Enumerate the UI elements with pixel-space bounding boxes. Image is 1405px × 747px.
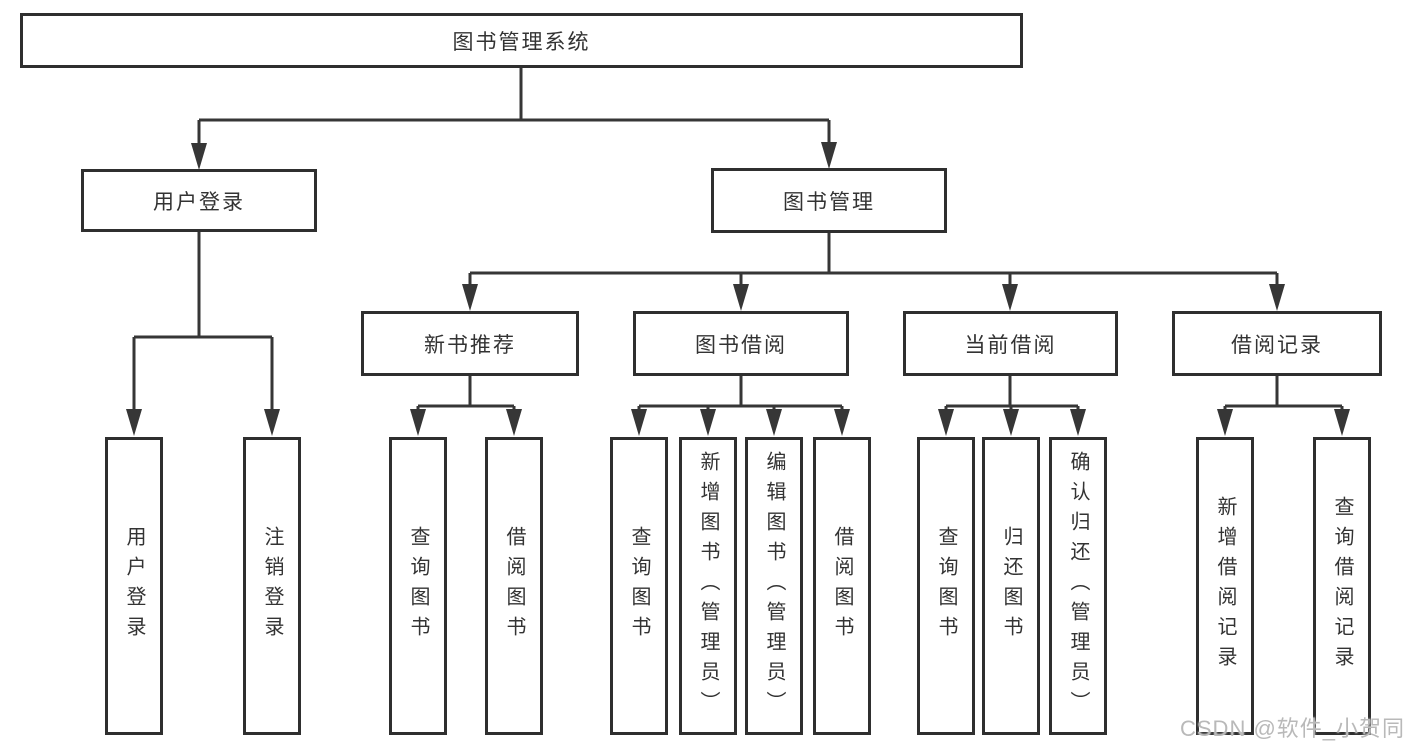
connector-bookmgmt-to-level3 <box>462 233 1285 311</box>
node-book-management: 图书管理 <box>711 168 947 233</box>
leaf-logout: 注销登录 <box>243 437 301 735</box>
leaf-query-books-borrowing: 查询图书 <box>610 437 668 735</box>
leaf-confirm-return-admin: 确认归还（管理员） <box>1049 437 1107 735</box>
csdn-watermark: CSDN @软件_小贺同学 <box>1180 716 1405 741</box>
connector-records-to-leaves <box>1217 376 1350 436</box>
leaf-add-borrow-record: 新增借阅记录 <box>1196 437 1254 735</box>
leaf-query-books-recommend: 查询图书 <box>389 437 447 735</box>
node-new-book-recommend-label: 新书推荐 <box>424 333 516 357</box>
leaf-query-books-current-label: 查询图书 <box>935 526 957 646</box>
node-library-system-label: 图书管理系统 <box>452 30 591 54</box>
leaf-user-login: 用户登录 <box>105 437 163 735</box>
leaf-borrow-books-label: 借阅图书 <box>831 526 853 646</box>
leaf-query-borrow-record: 查询借阅记录 <box>1313 437 1371 735</box>
node-user-login-label: 用户登录 <box>153 190 245 214</box>
connector-newrec-to-leaves <box>410 376 522 436</box>
node-new-book-recommend: 新书推荐 <box>361 311 579 376</box>
connector-current-to-leaves <box>938 376 1086 436</box>
connector-borrowing-to-leaves <box>631 376 850 436</box>
node-borrowing-records: 借阅记录 <box>1172 311 1382 376</box>
connector-root-to-level2 <box>191 68 837 170</box>
leaf-query-books-borrowing-label: 查询图书 <box>628 526 650 646</box>
leaf-borrow-books-recommend: 借阅图书 <box>485 437 543 735</box>
connector-userlogin-to-leaves <box>126 232 280 436</box>
node-book-management-label: 图书管理 <box>783 190 875 214</box>
node-current-borrowing-label: 当前借阅 <box>964 333 1057 357</box>
leaf-user-login-label: 用户登录 <box>123 526 145 646</box>
leaf-return-books: 归还图书 <box>982 437 1040 735</box>
leaf-add-books-admin: 新增图书（管理员） <box>679 437 737 735</box>
node-book-borrowing: 图书借阅 <box>633 311 849 376</box>
leaf-add-books-admin-label: 新增图书（管理员） <box>697 451 719 721</box>
leaf-return-books-label: 归还图书 <box>1000 526 1022 646</box>
leaf-borrow-books: 借阅图书 <box>813 437 871 735</box>
node-user-login: 用户登录 <box>81 169 317 232</box>
node-library-system: 图书管理系统 <box>20 13 1023 68</box>
node-current-borrowing: 当前借阅 <box>903 311 1118 376</box>
leaf-borrow-books-recommend-label: 借阅图书 <box>503 526 525 646</box>
leaf-query-books-recommend-label: 查询图书 <box>407 526 429 646</box>
node-borrowing-records-label: 借阅记录 <box>1231 333 1323 357</box>
leaf-edit-books-admin: 编辑图书（管理员） <box>745 437 803 735</box>
leaf-edit-books-admin-label: 编辑图书（管理员） <box>763 451 785 721</box>
leaf-logout-label: 注销登录 <box>261 526 283 646</box>
leaf-confirm-return-admin-label: 确认归还（管理员） <box>1067 451 1089 721</box>
leaf-query-borrow-record-label: 查询借阅记录 <box>1331 496 1353 676</box>
leaf-add-borrow-record-label: 新增借阅记录 <box>1214 496 1236 676</box>
node-book-borrowing-label: 图书借阅 <box>695 333 787 357</box>
leaf-query-books-current: 查询图书 <box>917 437 975 735</box>
